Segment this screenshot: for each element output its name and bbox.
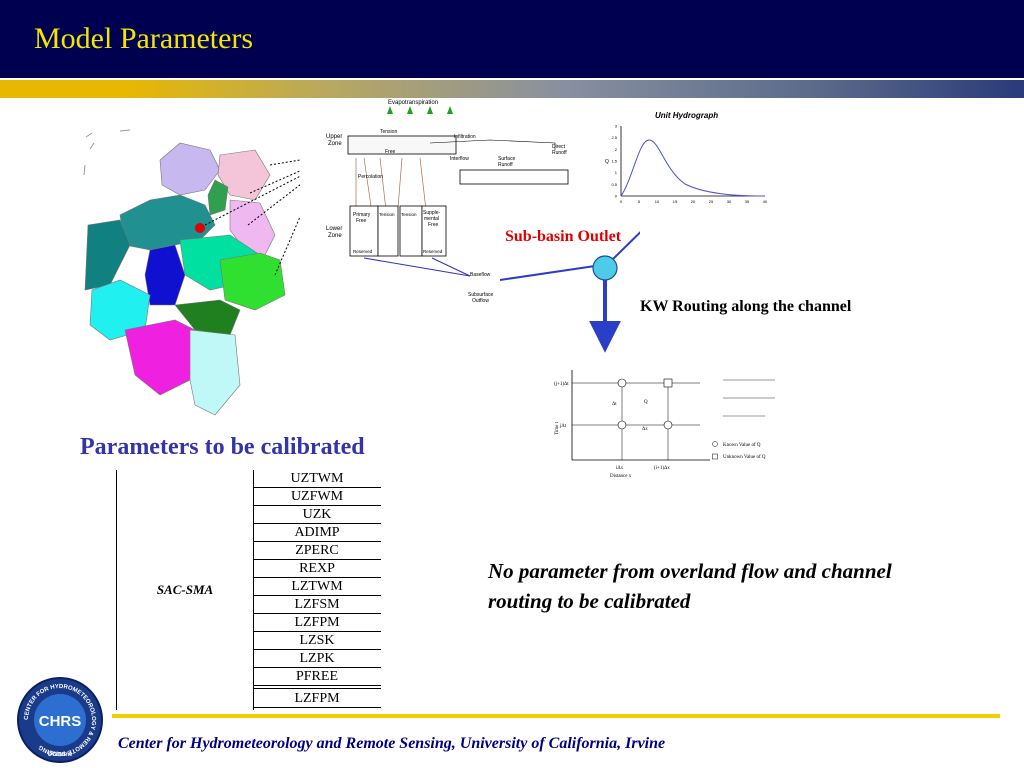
uh-y-tick-label: 1.5 bbox=[611, 159, 617, 164]
parameters-heading: Parameters to be calibrated bbox=[80, 434, 365, 460]
flow-connector bbox=[500, 231, 640, 353]
kw-y-axis-label: Time t bbox=[555, 421, 560, 435]
evapotranspiration-label: Evapotranspiration bbox=[388, 100, 438, 106]
subbasin-outlet-node bbox=[592, 255, 618, 281]
uh-x-tick-label: 15 bbox=[673, 199, 678, 204]
uh-x-tick-label: 5 bbox=[638, 199, 641, 204]
subsurface-outflow-label-2: Outflow bbox=[472, 298, 489, 304]
lower-tension-label-2: Tension bbox=[401, 212, 417, 217]
kw-grid-diagram: Time t (j+1)Δt jΔt Δt Δx Q iΔx (i+1)Δx D… bbox=[554, 370, 710, 479]
subbasin-map bbox=[83, 129, 300, 416]
uh-x-tick-label: 40 bbox=[763, 199, 768, 204]
uh-y-tick-label: 2 bbox=[615, 147, 618, 152]
parameter-row: LZFSM bbox=[253, 596, 381, 614]
lower-zone-label-2: Zone bbox=[328, 233, 342, 239]
uh-y-tick-label: 0 bbox=[615, 194, 618, 199]
surface-runoff-label: Surface bbox=[498, 156, 515, 162]
parameters-table: SAC-SMA UZTWM UZFWM UZK ADIMP ZPERC REXP… bbox=[116, 470, 383, 710]
interflow-label: Interflow bbox=[450, 156, 469, 162]
uh-x-tick-label: 20 bbox=[691, 199, 696, 204]
kw-routing-label: KW Routing along the channel bbox=[640, 298, 852, 315]
kw-unknown-legend: Unknown Value of Q bbox=[723, 455, 766, 460]
slide-header: Model Parameters bbox=[0, 0, 1024, 78]
kw-dx-label: Δx bbox=[642, 427, 648, 432]
primary-free-label-2: Free bbox=[356, 218, 367, 224]
lower-tension-label: Tension bbox=[379, 212, 395, 217]
supplemental-free-label-3: Free bbox=[428, 222, 439, 228]
uh-x-tick-label: 0 bbox=[620, 199, 623, 204]
subsurface-outflow-label: Subsurface bbox=[468, 292, 494, 298]
upper-zone-label-2: Zone bbox=[328, 141, 342, 147]
kw-t-now-label: jΔt bbox=[559, 424, 567, 429]
parameter-row: PFREE bbox=[253, 668, 381, 686]
uh-x-tick-label: 10 bbox=[655, 199, 660, 204]
footer-accent-line bbox=[112, 714, 1000, 718]
kw-t-next-label: (j+1)Δt bbox=[554, 382, 569, 387]
baseflow-label: Baseflow bbox=[470, 272, 491, 278]
reserved-label-left: Reserved bbox=[353, 249, 373, 254]
uh-x-tick-label: 25 bbox=[709, 199, 714, 204]
subbasin-outlet-label: Sub-basin Outlet bbox=[505, 228, 622, 245]
supplemental-free-label-2: mental bbox=[424, 216, 439, 222]
percolation-label: Percolation bbox=[358, 174, 383, 180]
parameter-row: LZFPM bbox=[253, 614, 381, 632]
kw-x-next-label: (i+1)Δx bbox=[654, 466, 670, 471]
header-accent-bar bbox=[0, 80, 1024, 98]
parameter-row: ADIMP bbox=[253, 524, 381, 542]
uh-curve bbox=[620, 139, 766, 197]
uh-ylabel: Q bbox=[605, 159, 609, 165]
parameter-list: UZTWM UZFWM UZK ADIMP ZPERC REXP LZTWM L… bbox=[253, 470, 381, 710]
parameter-row: LZTWM bbox=[253, 578, 381, 596]
sac-sma-diagram: Evapotranspiration Upper Zone Tension Fr… bbox=[326, 100, 569, 304]
parameter-row: UZTWM bbox=[253, 470, 381, 488]
lower-zone-label: Lower bbox=[326, 226, 342, 232]
surface-runoff-label-2: Runoff bbox=[498, 162, 513, 168]
parameter-row: LZFPM bbox=[253, 688, 381, 708]
slide-title: Model Parameters bbox=[34, 22, 254, 55]
model-name-cell: SAC-SMA bbox=[156, 582, 214, 597]
parameter-row: REXP bbox=[253, 560, 381, 578]
uh-y-tick-label: 3 bbox=[615, 124, 618, 129]
logo-org: UCIrvine bbox=[48, 752, 73, 758]
uh-y-tick-label: 0.5 bbox=[611, 182, 617, 187]
uh-title: Unit Hydrograph bbox=[655, 111, 718, 120]
free-label: Free bbox=[385, 149, 396, 155]
table-divider bbox=[253, 470, 254, 710]
uh-y-tick-label: 2.5 bbox=[611, 135, 617, 140]
parameter-row: LZSK bbox=[253, 632, 381, 650]
reserved-label-right: Reserved bbox=[423, 249, 443, 254]
kw-x-now-label: iΔx bbox=[616, 466, 624, 471]
uh-y-ticks: 0 0.5 1 1.5 2 2.5 3 bbox=[611, 124, 617, 199]
supplemental-free-label: Supple- bbox=[423, 210, 441, 216]
uh-x-ticks: 0 5 10 15 20 25 30 35 40 bbox=[620, 199, 768, 204]
parameter-row: UZFWM bbox=[253, 488, 381, 506]
upper-zone-label: Upper bbox=[326, 134, 342, 140]
parameter-row: LZPK bbox=[253, 650, 381, 668]
chrs-logo: CENTER FOR HYDROMETEOROLOGY & REMOTE SEN… bbox=[17, 677, 103, 763]
kw-known-legend: Known Value of Q bbox=[723, 443, 761, 448]
unit-hydrograph: Unit Hydrograph Q 0 5 10 15 20 25 30 35 40 0 0.5 1… bbox=[605, 111, 768, 204]
uh-x-tick-label: 30 bbox=[727, 199, 732, 204]
tension-label: Tension bbox=[380, 129, 397, 135]
parameter-row: UZK bbox=[253, 506, 381, 524]
direct-runoff-label-2: Runoff bbox=[552, 150, 567, 156]
direct-runoff-label: Direct bbox=[552, 144, 566, 150]
uh-y-tick-label: 1 bbox=[615, 170, 618, 175]
calibration-note: No parameter from overland flow and chan… bbox=[488, 559, 892, 613]
primary-free-label: Primary bbox=[353, 212, 371, 218]
logo-abbr: CHRS bbox=[39, 713, 82, 730]
kw-q-label: Q bbox=[644, 400, 648, 405]
kw-dt-label: Δt bbox=[612, 402, 617, 407]
kw-equations: Known Value of Q Unknown Value of Q bbox=[712, 379, 775, 460]
kw-x-axis-label: Distance x bbox=[610, 474, 632, 479]
footer-text: Center for Hydrometeorology and Remote S… bbox=[118, 735, 666, 752]
infiltration-label: Infiltration bbox=[454, 134, 476, 140]
parameter-row: ZPERC bbox=[253, 542, 381, 560]
uh-x-tick-label: 35 bbox=[745, 199, 750, 204]
